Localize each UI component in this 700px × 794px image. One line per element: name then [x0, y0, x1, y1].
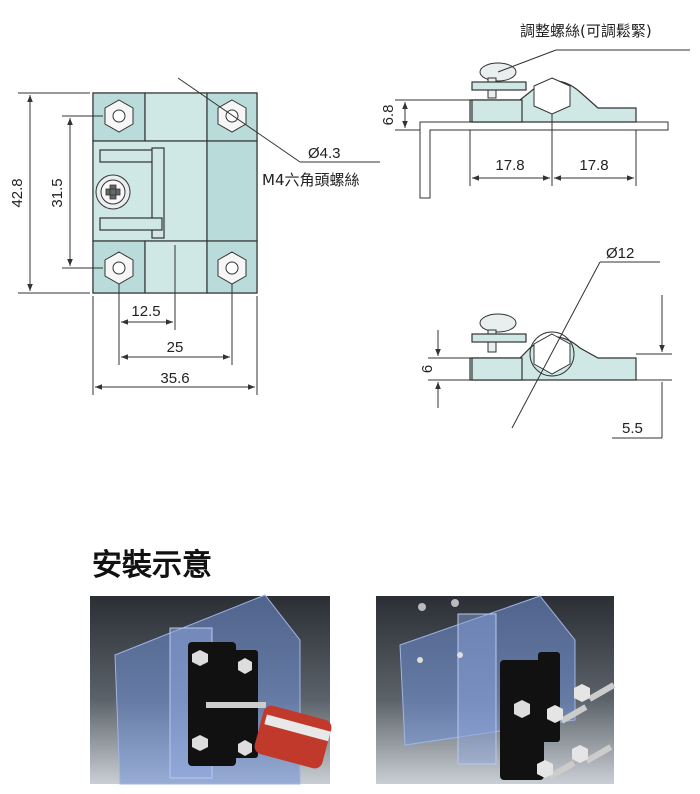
front-view-hinge [92, 92, 258, 330]
dim-12-5-label: 12.5 [131, 303, 160, 320]
hole-diameter-label: Ø4.3 [308, 145, 341, 162]
hex-bolt-icon [537, 760, 576, 780]
hex-nut-icon [104, 251, 134, 285]
hex-bolt-icon [572, 744, 613, 764]
side1-left-dim: 17.8 [495, 157, 524, 174]
front-view-dimensions: 42.8 31.5 12.5 25 35.6 Ø4.3 M4六角頭螺絲 [9, 77, 380, 395]
pivot-diameter-label: Ø12 [606, 245, 634, 262]
side2-height-label: 6 [419, 365, 436, 373]
hex-bolt-icon [574, 682, 616, 702]
dim-hole-spacing-label: 31.5 [49, 178, 66, 207]
side1-right-dim: 17.8 [579, 157, 608, 174]
hex-bolt-icon [547, 704, 588, 724]
dim-height-label: 42.8 [9, 178, 26, 207]
adjust-screw-note: 調整螺絲(可調鬆緊) [520, 22, 652, 40]
dim-width-label: 35.6 [160, 370, 189, 387]
dim-25-label: 25 [167, 339, 184, 356]
side1-height-label: 6.8 [380, 105, 397, 126]
hex-nut-icon [217, 251, 247, 285]
side2-offset-label: 5.5 [622, 420, 643, 437]
install-photo-left [90, 594, 332, 785]
install-photo-right [376, 595, 616, 784]
side-view-hinge: Ø12 6 5.5 [419, 245, 672, 439]
phillips-screw-icon [95, 174, 131, 210]
screw-note-label: M4六角頭螺絲 [262, 171, 360, 189]
hex-nut-icon [104, 99, 134, 133]
side-view-assembled: 調整螺絲(可調鬆緊) 6.8 17.8 17.8 [380, 22, 690, 199]
install-title: 安裝示意 [92, 548, 212, 583]
